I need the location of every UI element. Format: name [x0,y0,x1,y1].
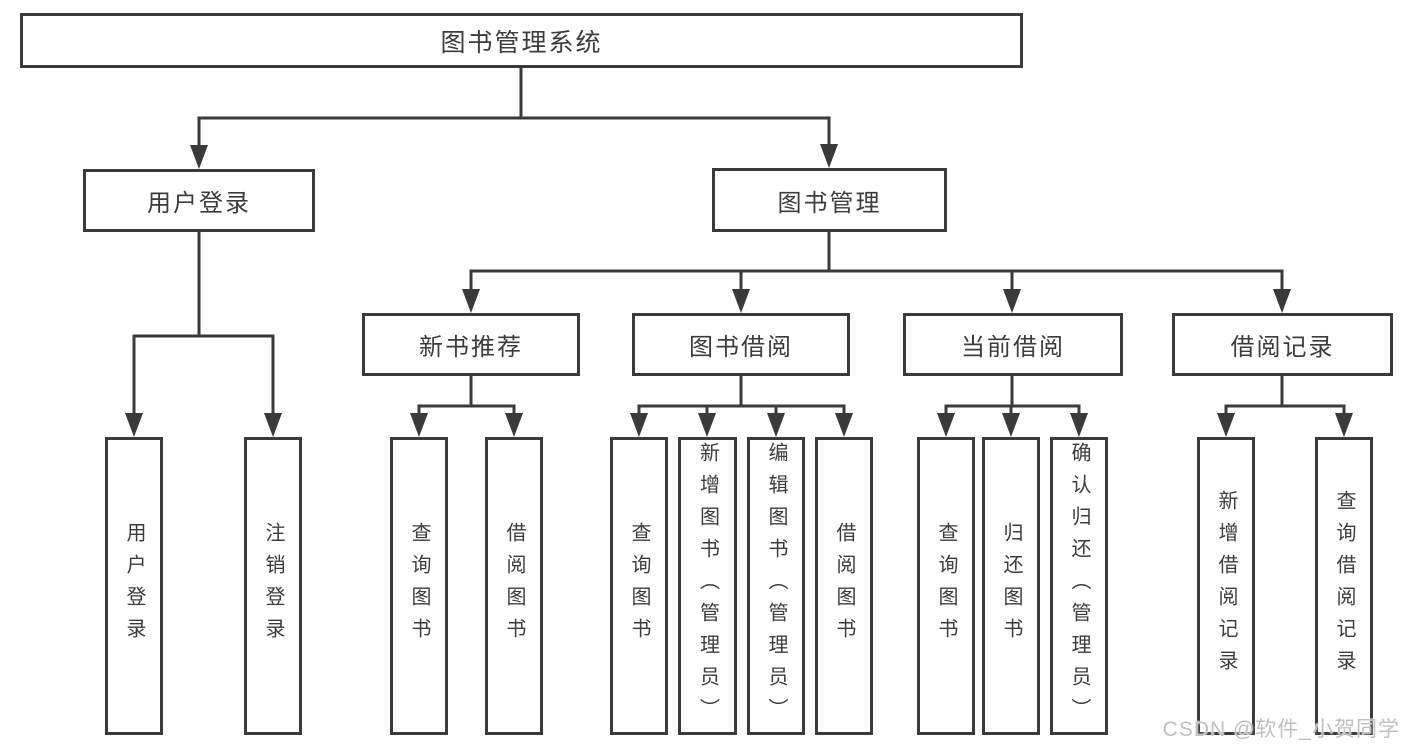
leaf-bb-add-book-admin: 新增图书（管理员） [678,437,737,735]
leaf-bb-borrow-book: 借阅图书 [815,437,873,735]
node-borrow-record: 借阅记录 [1172,313,1393,376]
arrowhead-icon [505,413,523,437]
arrowhead-icon [698,413,716,437]
arrowhead-icon [1002,413,1020,437]
leaf-br-query-record: 查询借阅记录 [1315,437,1373,735]
node-root: 图书管理系统 [20,13,1023,68]
connector-paths [132,66,1346,416]
arrowhead-icon [410,413,428,437]
leaf-cb-query-book: 查询图书 [917,437,975,735]
node-book-manage: 图书管理 [712,168,947,232]
arrowhead-icon [190,145,208,169]
arrowhead-icon [125,413,143,437]
leaf-nb-query-book: 查询图书 [390,437,448,735]
leaf-logout-login: 注销登录 [244,437,302,735]
arrowhead-icon [1335,413,1353,437]
arrowhead-icon [462,289,480,313]
node-user-login: 用户登录 [83,169,315,232]
node-current-borrow: 当前借阅 [903,313,1123,376]
arrowhead-icon [767,413,785,437]
leaf-nb-borrow-book: 借阅图书 [485,437,543,735]
arrowhead-icon [1070,413,1088,437]
leaf-cb-return-book: 归还图书 [982,437,1040,735]
node-book-borrow: 图书借阅 [632,313,850,376]
arrowhead-icon [1273,289,1291,313]
arrowhead-icon [630,413,648,437]
arrowhead-icon [732,289,750,313]
arrowhead-icon [820,144,838,168]
leaf-br-add-record: 新增借阅记录 [1197,437,1255,735]
leaf-cb-confirm-return-admin: 确认归还（管理员） [1050,437,1108,735]
arrowheads [125,144,1353,437]
arrowhead-icon [1217,413,1235,437]
leaf-bb-edit-book-admin: 编辑图书（管理员） [747,437,805,735]
leaf-user-login: 用户登录 [105,437,163,735]
csdn-watermark: CSDN @软件_小贺同学 [1162,718,1400,741]
arrowhead-icon [937,413,955,437]
arrowhead-icon [835,413,853,437]
arrowhead-icon [1003,289,1021,313]
leaf-bb-query-book: 查询图书 [610,437,668,735]
arrowhead-icon [264,413,282,437]
node-new-book-recommend: 新书推荐 [362,313,580,376]
